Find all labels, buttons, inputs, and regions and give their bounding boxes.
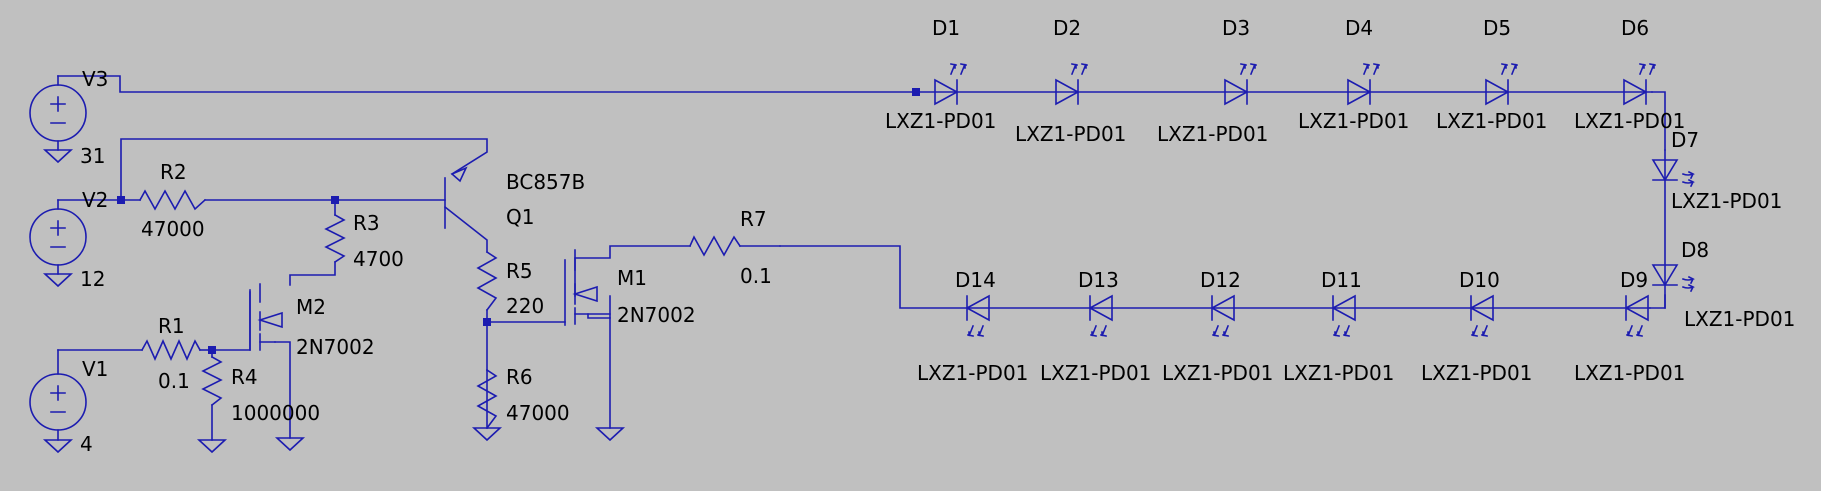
led-name: D4 bbox=[1345, 16, 1373, 40]
led-value: LXZ1-PD01 bbox=[885, 109, 996, 133]
led-value: LXZ1-PD01 bbox=[1684, 307, 1795, 331]
part-value: 1000000 bbox=[231, 401, 320, 425]
mosfet-m2: M2 2N7002 bbox=[249, 283, 375, 452]
led-value: LXZ1-PD01 bbox=[1040, 361, 1151, 385]
part-name: R4 bbox=[231, 365, 258, 389]
part-value: 0.1 bbox=[740, 264, 772, 288]
led-name: D5 bbox=[1483, 16, 1511, 40]
led-value: LXZ1-PD01 bbox=[1157, 122, 1268, 146]
part-value: 2N7002 bbox=[296, 335, 375, 359]
part-name: R7 bbox=[740, 207, 767, 231]
part-name: R5 bbox=[506, 259, 533, 283]
led-name: D8 bbox=[1681, 238, 1709, 262]
part-value: 31 bbox=[80, 144, 105, 168]
part-name: V3 bbox=[82, 67, 108, 91]
led-name: D6 bbox=[1621, 16, 1649, 40]
led-name: D10 bbox=[1459, 268, 1500, 292]
part-name: V2 bbox=[82, 188, 108, 212]
part-name: Q1 bbox=[506, 205, 534, 229]
junctions bbox=[117, 88, 920, 354]
led-name: D2 bbox=[1053, 16, 1081, 40]
part-value: 47000 bbox=[506, 401, 570, 425]
led-value: LXZ1-PD01 bbox=[1298, 109, 1409, 133]
led-group: D1LXZ1-PD01D2LXZ1-PD01D3LXZ1-PD01D4LXZ1-… bbox=[885, 16, 1795, 385]
resistor-r5: R5 220 bbox=[476, 250, 544, 318]
led-value: LXZ1-PD01 bbox=[1574, 361, 1685, 385]
led-value: LXZ1-PD01 bbox=[1671, 189, 1782, 213]
part-name: V1 bbox=[82, 357, 108, 381]
part-value: 47000 bbox=[141, 217, 205, 241]
part-name: M1 bbox=[617, 266, 647, 290]
part-name: R6 bbox=[506, 365, 533, 389]
led-name: D7 bbox=[1671, 128, 1699, 152]
part-value: 4700 bbox=[353, 247, 404, 271]
led-value: LXZ1-PD01 bbox=[1283, 361, 1394, 385]
led-value: LXZ1-PD01 bbox=[917, 361, 1028, 385]
part-value: 0.1 bbox=[158, 369, 190, 393]
junction-node bbox=[208, 346, 216, 354]
part-value: 220 bbox=[506, 294, 544, 318]
junction-node bbox=[117, 196, 125, 204]
led-value: LXZ1-PD01 bbox=[1436, 109, 1547, 133]
resistor-r1: R1 0.1 bbox=[140, 314, 202, 393]
voltage-source-v2: V2 12 bbox=[29, 188, 108, 291]
led-name: D12 bbox=[1200, 268, 1241, 292]
voltage-source-v3: V3 31 bbox=[29, 67, 108, 168]
part-name: R3 bbox=[353, 211, 380, 235]
part-value: 4 bbox=[80, 432, 93, 456]
junction-node bbox=[912, 88, 920, 96]
led-value: LXZ1-PD01 bbox=[1162, 361, 1273, 385]
bjt-q1: BC857B Q1 bbox=[444, 166, 585, 229]
led-name: D11 bbox=[1321, 268, 1362, 292]
led-name: D9 bbox=[1620, 268, 1648, 292]
led-name: D14 bbox=[955, 268, 996, 292]
led-value: LXZ1-PD01 bbox=[1015, 122, 1126, 146]
led-value: LXZ1-PD01 bbox=[1421, 361, 1532, 385]
resistor-r7: R7 0.1 bbox=[688, 207, 772, 288]
resistor-r2: R2 47000 bbox=[138, 160, 207, 241]
resistor-r4: R4 1000000 bbox=[196, 355, 320, 454]
part-name: M2 bbox=[296, 295, 326, 319]
led-value: LXZ1-PD01 bbox=[1574, 109, 1685, 133]
part-value: 12 bbox=[80, 267, 105, 291]
mosfet-m1: M1 2N7002 bbox=[564, 249, 696, 442]
junction-node bbox=[331, 196, 339, 204]
led-name: D1 bbox=[932, 16, 960, 40]
led-name: D3 bbox=[1222, 16, 1250, 40]
junction-node bbox=[483, 318, 491, 326]
part-value: BC857B bbox=[506, 170, 585, 194]
resistor-r6: R6 47000 bbox=[471, 365, 570, 442]
part-name: R2 bbox=[160, 160, 187, 184]
led-name: D13 bbox=[1078, 268, 1119, 292]
wires bbox=[57, 75, 1666, 441]
voltage-source-v1: V1 4 bbox=[29, 349, 108, 456]
part-value: 2N7002 bbox=[617, 303, 696, 327]
resistor-r3: R3 4700 bbox=[324, 211, 404, 271]
part-name: R1 bbox=[158, 314, 185, 338]
